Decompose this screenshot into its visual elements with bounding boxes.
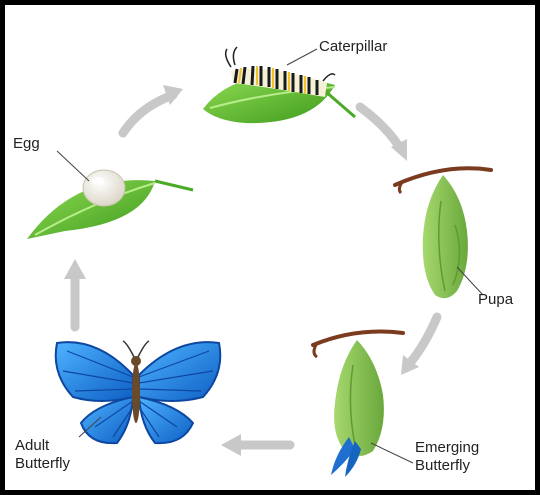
cycle-arrow-emerging-to-adult — [221, 434, 290, 456]
open-pupa-icon — [334, 340, 384, 456]
pupa-on-twig — [395, 168, 491, 298]
cycle-arrow-pupa-to-emerging — [401, 317, 437, 375]
emerging-butterfly-on-twig — [313, 332, 413, 478]
cycle-arrow-egg-to-caterpillar — [123, 85, 183, 133]
egg-label: Egg — [13, 135, 40, 153]
pupa-label: Pupa — [478, 291, 513, 309]
adult-butterfly-icon — [56, 341, 221, 443]
emerging-butterfly-label: Emerging Butterfly — [415, 439, 479, 475]
life-cycle-diagram: Egg Caterpillar Pupa Emerging Butterfly … — [5, 5, 535, 490]
egg-icon — [83, 170, 125, 206]
caterpillar-label: Caterpillar — [319, 38, 387, 56]
emerging-wing-icon — [331, 437, 361, 477]
pupa-icon — [423, 175, 468, 298]
caterpillar-on-leaf — [203, 47, 355, 123]
cycle-arrow-adult-to-egg — [64, 259, 86, 327]
adult-butterfly-label: Adult Butterfly — [15, 437, 70, 473]
cycle-arrow-caterpillar-to-pupa — [360, 107, 407, 161]
egg-on-leaf — [27, 151, 193, 239]
